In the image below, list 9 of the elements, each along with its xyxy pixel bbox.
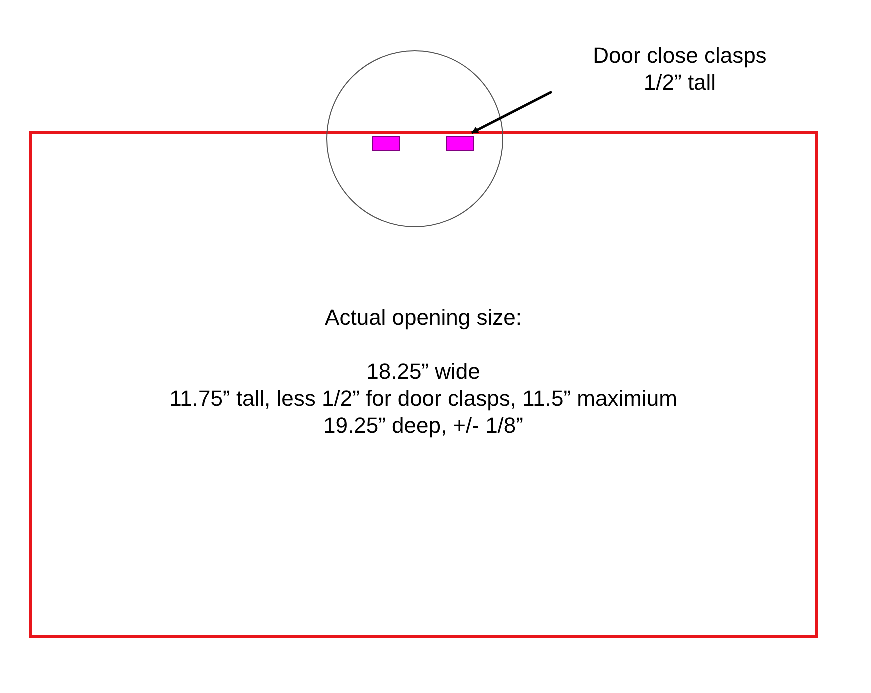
dimension-text: 11.75” tall, less 1/2” for door clasps, 11.5” maximium xyxy=(170,385,678,412)
leader-arrow xyxy=(471,90,553,134)
clasp-block xyxy=(446,136,474,151)
callout-label: Door close clasps 1/2” tall xyxy=(592,42,768,96)
dimension-text: 18.25” wide xyxy=(366,358,480,385)
heading-text: Actual opening size: xyxy=(325,304,522,331)
opening-outline xyxy=(29,131,818,638)
clasp-block xyxy=(372,136,400,151)
dimension-text: 19.25” deep, +/- 1/8” xyxy=(324,412,524,439)
